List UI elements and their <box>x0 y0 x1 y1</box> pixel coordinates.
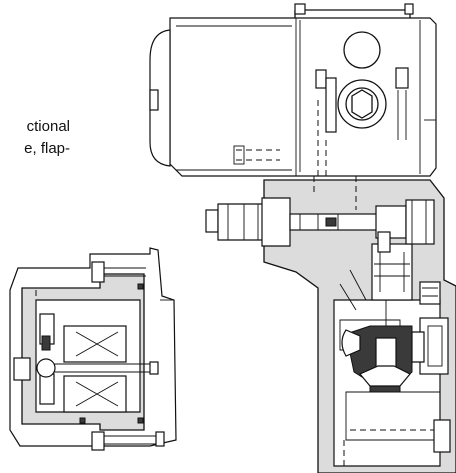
nozzle-flapper-assembly <box>205 176 435 253</box>
caption-line-1: ctional <box>26 118 70 135</box>
caption-line-2: e, flap- <box>24 140 70 157</box>
torque-motor-housing <box>149 3 437 177</box>
valve-body <box>263 179 456 473</box>
caption-text: ctional e, flap- <box>0 116 70 160</box>
torque-motor-inset <box>9 247 177 451</box>
